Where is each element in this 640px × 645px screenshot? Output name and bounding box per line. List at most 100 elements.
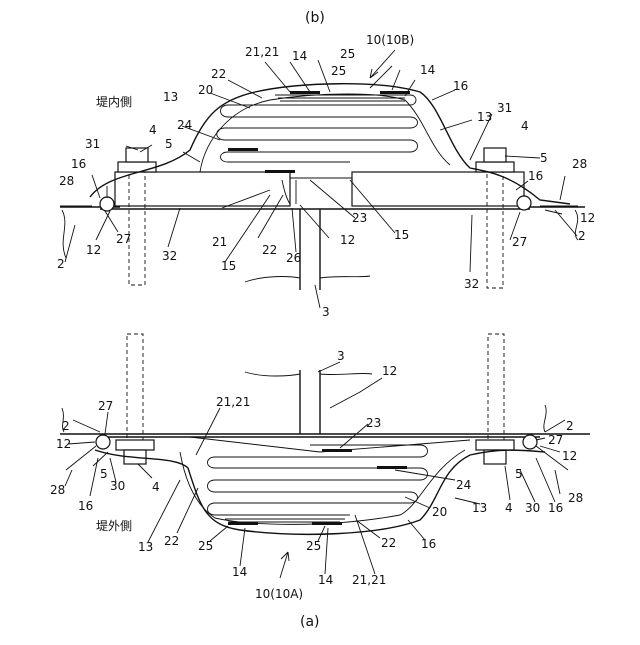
label-22-a-right: 22	[381, 536, 396, 550]
washer-b-left	[118, 162, 156, 172]
label-16-a-right: 16	[548, 501, 563, 515]
label-16-a-left: 16	[78, 499, 93, 513]
label-32-b-right: 32	[464, 277, 479, 291]
label-15-b-right: 15	[394, 228, 409, 242]
plate-25-b-a	[290, 91, 320, 94]
label-27-a-left: 27	[98, 399, 113, 413]
label-21-21-a-bottom: 21,21	[352, 573, 386, 587]
label-2-b-right: 2	[578, 229, 586, 243]
label-27-b-right: 27	[512, 235, 527, 249]
label-16-b-right: 16	[528, 169, 543, 183]
folded-sheet-20-a	[208, 445, 428, 515]
label-2-b-left: 2	[57, 257, 65, 271]
label-15-b-left: 15	[221, 259, 236, 273]
post-3-b	[300, 209, 320, 290]
label-21-b-bottom: 21	[212, 235, 227, 249]
label-10-10a: 10(10A)	[255, 587, 303, 601]
label-21-21-b: 21,21	[245, 45, 279, 59]
plate-25-b-b	[380, 91, 410, 94]
label-3-a: 3	[337, 349, 345, 363]
plate-24-b	[228, 148, 258, 151]
label-16-b-left: 16	[71, 157, 86, 171]
label-13-b-left: 13	[163, 90, 178, 104]
anchor-bolt-a-right	[488, 334, 504, 458]
label-28-a-left: 28	[50, 483, 65, 497]
label-14-b-b: 14	[420, 63, 435, 77]
washer-a-right	[476, 440, 514, 450]
label-side-outer: 堤外側	[96, 519, 132, 533]
label-4-b-left: 4	[149, 123, 157, 137]
label-13-a-left: 13	[138, 540, 153, 554]
caption-b: (b)	[305, 10, 325, 26]
label-31-b-right: 31	[497, 101, 512, 115]
label-25-b-a: 25	[340, 47, 355, 61]
plate-23-b	[265, 170, 295, 173]
plate-24-a	[377, 466, 407, 469]
label-10-10b: 10(10B)	[366, 33, 414, 47]
flap-13-b	[200, 94, 450, 172]
plate-25-a-left	[228, 522, 258, 525]
label-5-b-right: 5	[540, 151, 548, 165]
label-28-b-right: 28	[572, 157, 587, 171]
folded-top-layers-b	[278, 98, 405, 101]
label-22-b: 22	[211, 67, 226, 81]
label-25-a-left: 25	[198, 539, 213, 553]
arrow-10-b	[370, 50, 395, 78]
plate-23-a	[322, 449, 352, 452]
roller-27-b-right	[517, 196, 531, 210]
post-3-a	[300, 370, 320, 434]
label-20-a: 20	[432, 505, 447, 519]
label-14-b-a: 14	[292, 49, 307, 63]
post-3-a-break	[245, 372, 372, 376]
label-5-a-right: 5	[515, 467, 523, 481]
label-13-b-right: 13	[477, 110, 492, 124]
label-28-a-right: 28	[568, 491, 583, 505]
label-4-b-right: 4	[521, 119, 529, 133]
label-16-b-top: 16	[453, 79, 468, 93]
roller-27-a-right	[523, 435, 537, 449]
label-side-inner: 堤内側	[96, 95, 132, 109]
label-12-b-mid: 12	[340, 233, 355, 247]
flap-13-a	[180, 450, 465, 524]
label-12-a-left: 12	[56, 437, 71, 451]
plate-25-a-right	[312, 522, 342, 525]
label-27-a-right: 27	[548, 433, 563, 447]
roller-27-b-left	[100, 197, 114, 211]
folded-bottom-layers-a	[225, 519, 345, 522]
label-4-a-right: 4	[505, 501, 513, 515]
label-5-a-left: 5	[100, 467, 108, 481]
wall-edge-b-left	[62, 210, 66, 258]
label-14-a-right: 14	[318, 573, 333, 587]
label-2-a-right: 2	[566, 419, 574, 433]
nut-b-right	[484, 148, 506, 162]
label-30-a-left: 30	[110, 479, 125, 493]
label-27-b-left: 27	[116, 232, 131, 246]
label-25-b-b: 25	[331, 64, 346, 78]
washer-a-left	[116, 440, 154, 450]
label-21-21-a-top: 21,21	[216, 395, 250, 409]
label-4-a-left: 4	[152, 480, 160, 494]
label-5-b-left: 5	[165, 137, 173, 151]
label-26-b: 26	[286, 251, 301, 265]
label-12-a-right: 12	[562, 449, 577, 463]
label-2-a-left: 2	[62, 419, 70, 433]
label-30-a-right: 30	[525, 501, 540, 515]
label-14-a-left: 14	[232, 565, 247, 579]
label-22-a-left: 22	[164, 534, 179, 548]
label-12-b-right: 12	[580, 211, 595, 225]
channel-26-b	[290, 172, 352, 204]
label-25-a-right: 25	[306, 539, 321, 553]
label-24-a: 24	[456, 478, 471, 492]
label-22-b-bottom: 22	[262, 243, 277, 257]
post-3-b-break	[245, 276, 370, 282]
label-12-a-top: 12	[382, 364, 397, 378]
wall-edge-a-right	[544, 405, 546, 432]
arrow-10-a	[280, 552, 289, 578]
label-20-b: 20	[198, 83, 213, 97]
label-13-a-right: 13	[472, 501, 487, 515]
base-plate-b-left	[115, 172, 290, 206]
panel-a-drawing: 3 12 21,21 2 2 27 23 27 12 12 5 5 30 4 2…	[50, 334, 590, 630]
label-31-b-left: 31	[85, 137, 100, 151]
